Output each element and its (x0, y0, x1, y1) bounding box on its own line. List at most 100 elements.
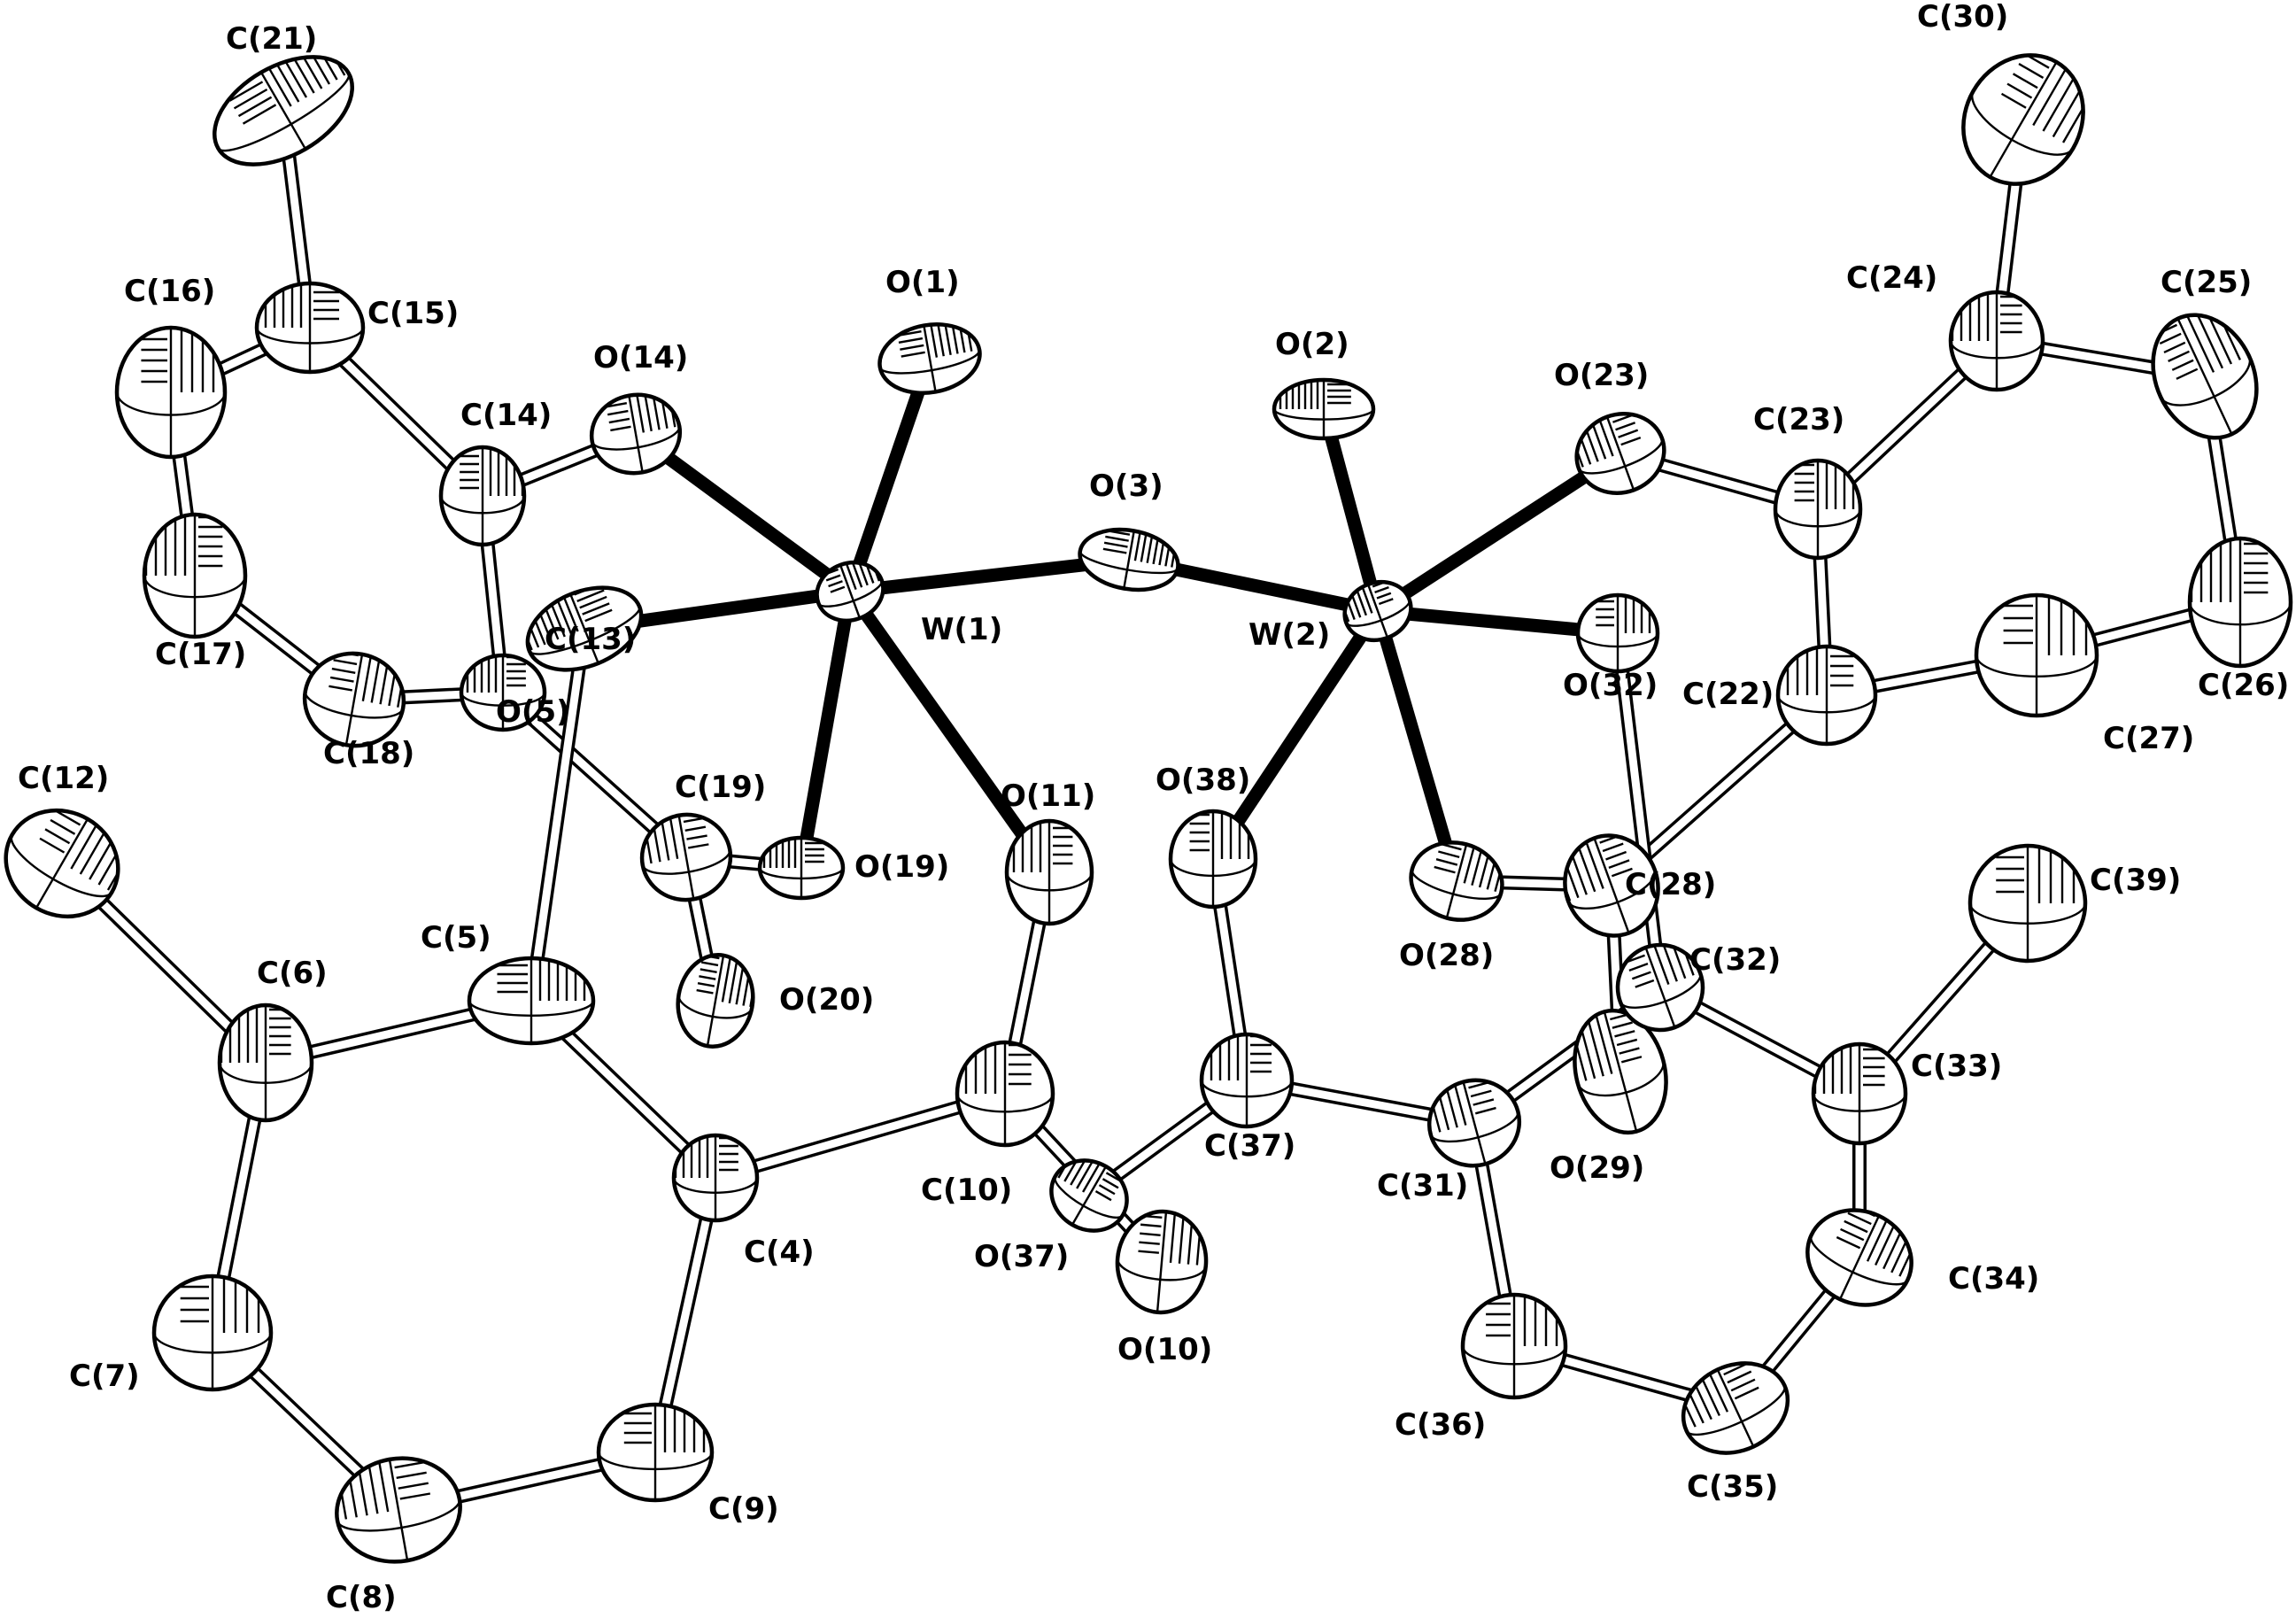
bond-w1-o14 (631, 428, 854, 598)
bond-w2-o28 (1371, 608, 1464, 884)
label-o29: O(29) (1550, 1150, 1644, 1186)
label-o28: O(28) (1399, 938, 1494, 973)
atom-o29 (1569, 1008, 1668, 1135)
label-c36: C(36) (1395, 1407, 1486, 1443)
label-c31: C(31) (1377, 1168, 1468, 1204)
label-layer: W(1)W(2)O(1)O(2)O(3)O(5)O(10)O(11)O(14)O… (18, 0, 2289, 1615)
atom-c37 (1199, 1032, 1295, 1129)
label-c14: C(14) (460, 398, 552, 433)
atom-o14 (589, 388, 683, 476)
bond-w2-o38 (1207, 607, 1384, 863)
label-c15: C(15) (367, 296, 459, 331)
bond-w1-o11 (844, 587, 1055, 877)
atom-c7 (151, 1273, 274, 1392)
label-o38: O(38) (1156, 763, 1250, 798)
label-c32: C(32) (1689, 942, 1781, 978)
bond-c4-c10 (713, 1087, 1008, 1185)
atom-o38 (1168, 809, 1258, 910)
label-c25: C(25) (2161, 265, 2252, 300)
label-c27: C(27) (2103, 721, 2194, 756)
atom-c22 (1775, 644, 1878, 747)
label-o32: O(32) (1563, 668, 1658, 703)
label-c28: C(28) (1625, 867, 1716, 902)
label-c34: C(34) (1948, 1261, 2039, 1297)
label-o20: O(20) (779, 982, 874, 1018)
label-c7: C(7) (69, 1359, 140, 1394)
atom-c18 (302, 650, 407, 748)
atom-o10 (1115, 1209, 1209, 1315)
label-c35: C(35) (1687, 1469, 1778, 1505)
label-c10: C(10) (921, 1173, 1012, 1208)
bond-w1-o19 (794, 590, 857, 870)
atom-layer (4, 36, 2293, 1564)
atom-c23 (1773, 458, 1863, 561)
atom-c34 (1805, 1204, 1921, 1307)
label-c37: C(37) (1204, 1128, 1295, 1164)
label-c26: C(26) (2198, 668, 2289, 703)
label-o2: O(2) (1275, 327, 1349, 362)
label-c16: C(16) (124, 274, 215, 309)
label-o37: O(37) (974, 1239, 1069, 1274)
label-o23: O(23) (1554, 358, 1649, 393)
atom-c25 (2151, 301, 2259, 440)
atom-o23 (1568, 412, 1666, 495)
atom-c10 (955, 1040, 1055, 1148)
atom-w1 (815, 554, 885, 623)
label-c22: C(22) (1682, 677, 1774, 712)
atom-c17 (142, 512, 248, 639)
label-o11: O(11) (1001, 778, 1095, 814)
atom-c24 (1948, 290, 2045, 392)
atom-c4 (671, 1133, 760, 1223)
label-o5: O(5) (496, 694, 570, 730)
bond-w1-o1 (843, 356, 937, 594)
atom-c16 (114, 325, 228, 460)
label-c23: C(23) (1753, 402, 1844, 437)
label-o19: O(19) (854, 849, 949, 885)
label-c21: C(21) (226, 21, 317, 57)
label-o3: O(3) (1089, 468, 1163, 504)
atom-c27 (1974, 592, 2099, 718)
label-w2: W(2) (1248, 617, 1330, 653)
atom-o19 (757, 835, 846, 901)
atom-c15 (254, 281, 366, 375)
atom-o3 (1078, 527, 1180, 592)
atom-c36 (1460, 1292, 1568, 1400)
label-c9: C(9) (708, 1491, 779, 1527)
label-c6: C(6) (257, 956, 328, 991)
label-c19: C(19) (675, 770, 766, 805)
atom-c31 (1419, 1078, 1522, 1168)
bond-o32-c32 (1611, 632, 1667, 988)
atom-o20 (676, 953, 760, 1049)
bond-w2-o2 (1317, 407, 1385, 613)
label-c5: C(5) (421, 920, 491, 956)
atom-c35 (1668, 1361, 1790, 1455)
label-c18: C(18) (323, 736, 414, 771)
label-c17: C(17) (155, 637, 246, 672)
bond-o5-c5 (524, 627, 591, 1003)
label-c39: C(39) (2090, 863, 2181, 898)
atom-c21 (213, 36, 354, 166)
label-c24: C(24) (1846, 260, 1937, 296)
atom-c26 (2187, 536, 2293, 669)
label-c30: C(30) (1917, 0, 2008, 35)
atom-w2 (1338, 579, 1413, 643)
atom-c33 (1811, 1041, 1908, 1146)
label-o14: O(14) (593, 340, 688, 375)
atom-c14 (438, 445, 527, 547)
label-c8: C(8) (326, 1580, 397, 1615)
label-c12: C(12) (18, 761, 109, 796)
atom-o1 (877, 316, 982, 395)
label-o1: O(1) (885, 265, 960, 300)
label-c13: C(13) (545, 622, 636, 657)
atom-c5 (467, 956, 596, 1046)
atom-o11 (1004, 818, 1094, 926)
atom-c39 (1967, 843, 2088, 964)
atom-c9 (596, 1402, 715, 1503)
label-c33: C(33) (1911, 1049, 2002, 1084)
atom-o28 (1409, 840, 1506, 922)
atom-o32 (1575, 592, 1660, 674)
atom-o37 (1049, 1148, 1129, 1233)
label-c4: C(4) (744, 1235, 815, 1270)
atom-c19 (639, 812, 733, 902)
